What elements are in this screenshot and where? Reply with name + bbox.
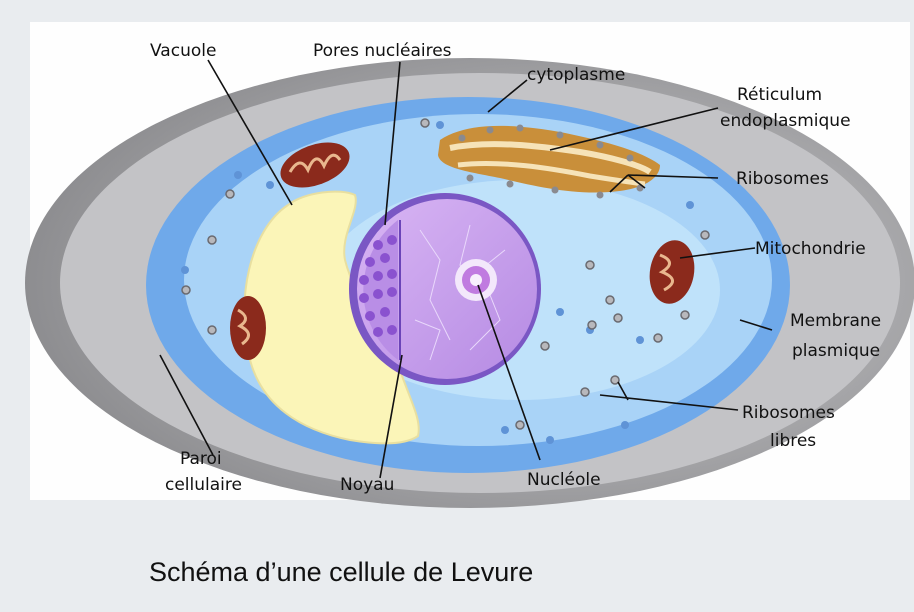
label-mitochondria: Mitochondrie [755, 239, 866, 259]
label-cell-wall-line2: cellulaire [165, 475, 242, 495]
label-vacuole: Vacuole [150, 41, 216, 61]
label-cell-wall-line1: Paroi [180, 449, 222, 469]
label-nuclear-pores: Pores nucléaires [313, 41, 452, 61]
mitochondrion-left [230, 296, 266, 360]
label-membrane-line2: plasmique [792, 341, 880, 361]
label-reticulum-line1: Réticulum [737, 85, 822, 105]
label-membrane-line1: Membrane [790, 311, 881, 331]
label-ribosomes: Ribosomes [736, 169, 829, 189]
label-cytoplasm: cytoplasme [527, 65, 625, 85]
nucleolus [455, 259, 497, 301]
figure-caption: Schéma d’une cellule de Levure [149, 557, 533, 587]
label-nucleolus: Nucléole [527, 470, 601, 490]
label-free-ribosomes-line1: Ribosomes [742, 403, 835, 423]
label-free-ribosomes-line2: libres [770, 431, 816, 451]
label-reticulum-line2: endoplasmique [720, 111, 851, 131]
label-nucleus: Noyau [340, 475, 394, 495]
